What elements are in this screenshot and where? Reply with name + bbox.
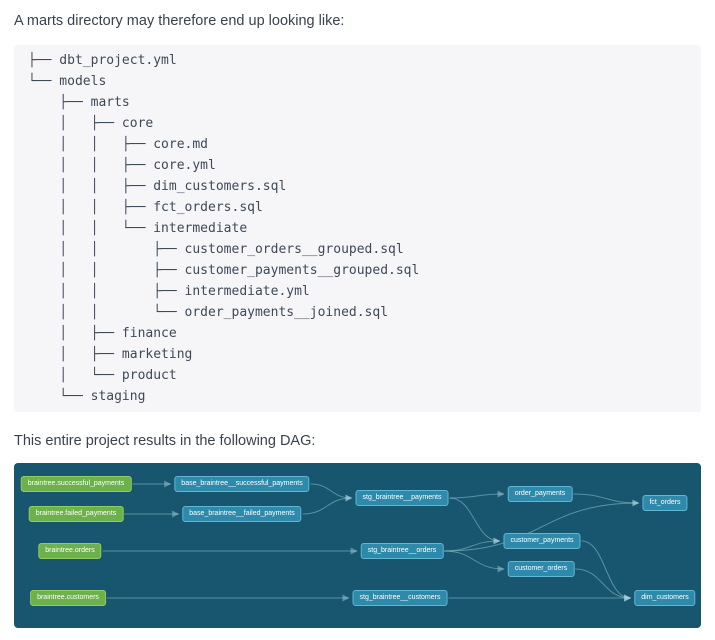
dag-node-stg_braintree__orders: stg_braintree__orders xyxy=(360,543,444,559)
dag-edges-svg xyxy=(102,480,640,602)
dag-edge-stg_braintree__orders--customer_orders xyxy=(444,550,505,573)
dag-node-customer_orders: customer_orders xyxy=(507,561,575,577)
intro-paragraph: A marts directory may therefore end up l… xyxy=(14,13,345,29)
dag-node-braintree.successful_payments: braintree.successful_payments xyxy=(20,476,132,492)
dag-node-stg_braintree__payments: stg_braintree__payments xyxy=(355,490,449,506)
dag-node-fct_orders: fct_orders xyxy=(642,495,688,511)
dag-image: braintree.successful_payments base_braint… xyxy=(14,463,701,628)
dag-edge-customer_orders--dim_customers xyxy=(575,568,632,602)
dag-edge-stg_braintree__payments--customer_payments xyxy=(449,497,501,545)
dag-node-braintree.orders: braintree.orders xyxy=(38,543,102,559)
dag-node-order_payments: order_payments xyxy=(507,486,573,502)
dag-edge-order_payments--fct_orders xyxy=(573,493,640,507)
dag-edge-base_braintree__successful_payments--stg_braintree__payments xyxy=(310,483,353,502)
dag-intro-paragraph: This entire project results in the follo… xyxy=(14,433,316,449)
dag-edge-base_braintree__failed_payments--stg_braintree__payments xyxy=(302,494,353,515)
dag-node-braintree.failed_payments: braintree.failed_payments xyxy=(28,506,124,522)
dag-node-base_braintree__failed_payments: base_braintree__failed_payments xyxy=(182,506,302,522)
directory-tree-code-block: ├── dbt_project.yml └── models ├── marts… xyxy=(14,45,701,412)
dag-edge-stg_braintree__payments--order_payments xyxy=(449,490,505,499)
dag-edge-customer_payments--dim_customers xyxy=(581,540,632,602)
dag-node-braintree.customers: braintree.customers xyxy=(30,590,106,606)
dag-node-customer_payments: customer_payments xyxy=(503,533,581,549)
dag-edge-stg_braintree__orders--fct_orders xyxy=(444,499,640,552)
dag-edge-stg_braintree__orders--customer_payments xyxy=(444,537,501,552)
dag-node-dim_customers: dim_customers xyxy=(634,590,696,606)
dag-node-base_braintree__successful_payments: base_braintree__successful_payments xyxy=(174,476,310,492)
dag-node-stg_braintree__customers: stg_braintree__customers xyxy=(352,590,448,606)
